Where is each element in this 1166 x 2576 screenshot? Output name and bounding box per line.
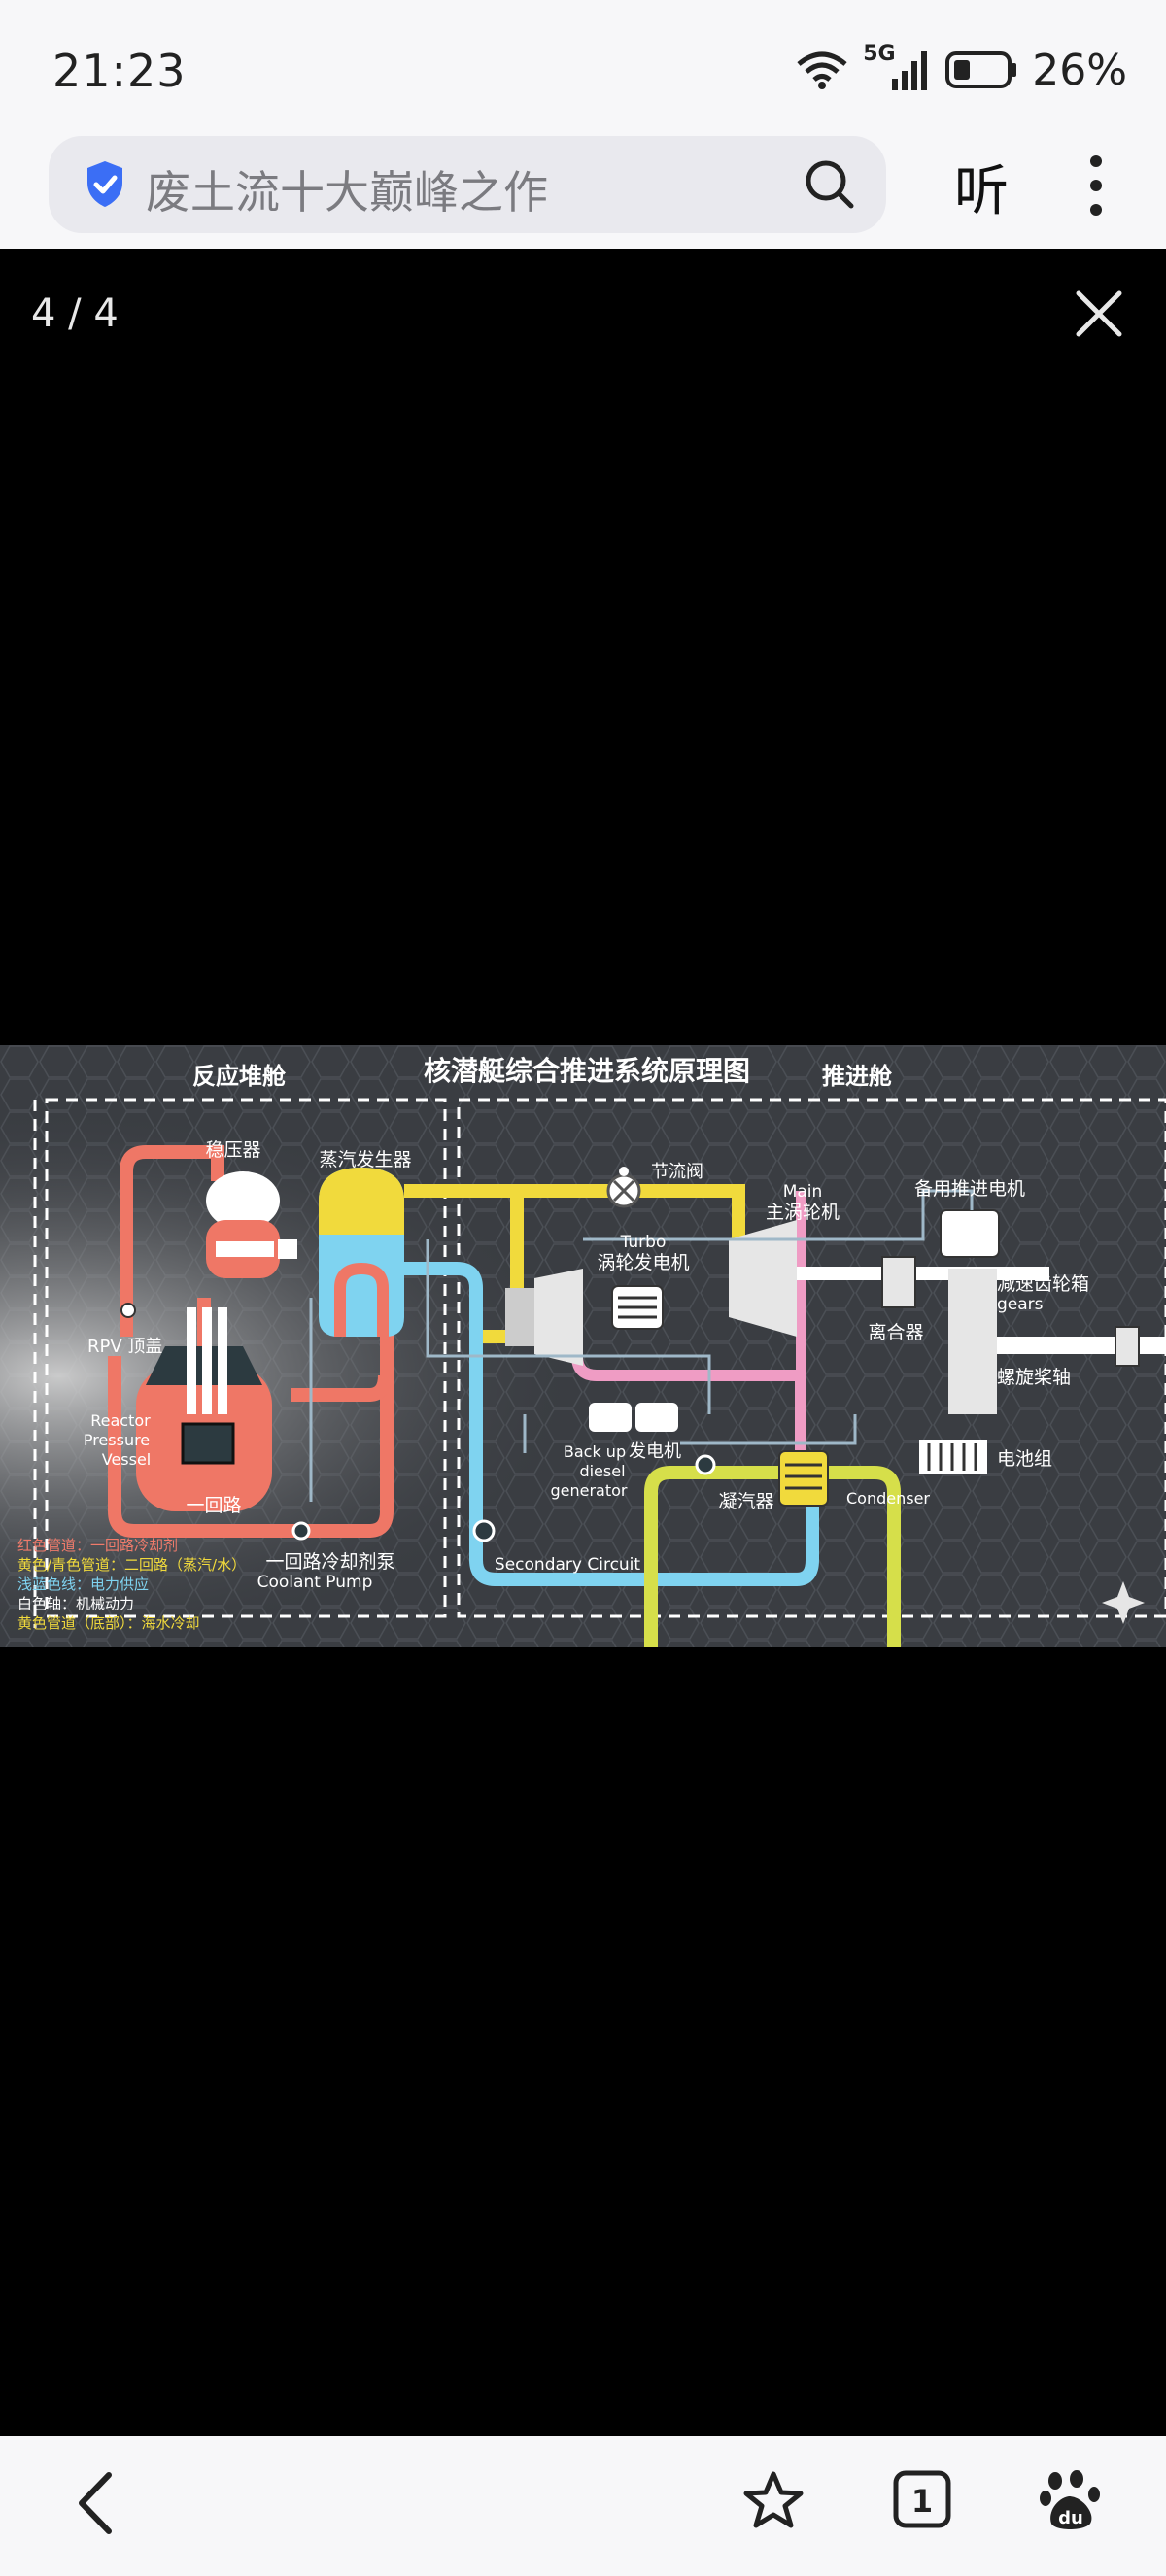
image-counter: 4 / 4 (31, 291, 119, 336)
svg-text:1: 1 (911, 2483, 933, 2520)
seawater-pipe (644, 1466, 901, 1647)
label-reactor-2: Pressure (84, 1431, 150, 1449)
label-gearbox-en: gears (997, 1295, 1044, 1314)
svg-text:du: du (1058, 2508, 1083, 2528)
label-rpv-head: RPV 顶盖 (87, 1337, 162, 1357)
label-turbo-cn: 涡轮发电机 (597, 1252, 689, 1273)
battery-percent: 26% (1032, 45, 1127, 95)
label-clutch: 离合器 (868, 1322, 923, 1343)
image-viewer: 4 / 4 核潜艇综合推进系统原理图 反应堆 (0, 249, 1166, 2436)
baidu-paw-icon[interactable]: du (1040, 2469, 1102, 2533)
close-icon[interactable] (1073, 288, 1125, 340)
listen-button[interactable]: 听 (954, 160, 1009, 223)
backup-diesel-generator (589, 1403, 632, 1432)
section-reactor-label: 反应堆舱 (192, 1063, 287, 1090)
search-query: 废土流十大巅峰之作 (146, 166, 548, 219)
diagram-title: 核潜艇综合推进系统原理图 (424, 1055, 750, 1087)
label-steam-generator: 蒸汽发生器 (319, 1149, 411, 1170)
pressurizer (206, 1171, 280, 1230)
label-coolant-pump-cn: 一回路冷却剂泵 (265, 1551, 394, 1573)
reactor-section-frame (45, 1098, 447, 1618)
label-reactor-1: Reactor (90, 1411, 151, 1430)
label-primary-loop: 一回路 (186, 1495, 241, 1516)
label-turbo-en: Turbo (620, 1233, 667, 1252)
label-gearbox-cn: 减速齿轮箱 (997, 1273, 1089, 1295)
condenser (778, 1450, 829, 1507)
label-backup-en3: generator (550, 1481, 627, 1500)
propulsion-section-frame (457, 1098, 1166, 1618)
status-bar: 21:23 5G 26% (0, 0, 1166, 134)
status-icons: 5G 26% (795, 41, 1127, 99)
label-backup-en2: diesel (579, 1462, 625, 1480)
legend-item: 红色管道：一回路冷却剂 (17, 1537, 178, 1554)
search-icon[interactable] (803, 157, 857, 212)
label-throttle-valve: 节流阀 (651, 1162, 703, 1182)
back-icon[interactable] (72, 2469, 120, 2537)
more-menu-icon[interactable] (1077, 152, 1115, 220)
legend-item: 浅蓝色线：电力供应 (17, 1576, 149, 1593)
label-reactor-3: Vessel (102, 1450, 152, 1469)
label-main-turbine-en: Main (783, 1182, 823, 1202)
tabs-icon[interactable]: 1 (892, 2469, 952, 2529)
section-propulsion-label: 推进舱 (822, 1063, 893, 1090)
label-pressurizer: 稳压器 (205, 1139, 260, 1161)
label-condenser-cn: 凝汽器 (718, 1491, 773, 1512)
cellular-icon: 5G (863, 42, 931, 94)
label-main-turbine-cn: 主涡轮机 (766, 1202, 840, 1223)
wifi-icon (797, 51, 847, 89)
star-icon[interactable] (742, 2469, 805, 2531)
label-battery-bank: 电池组 (997, 1448, 1052, 1470)
label-secondary-circuit: Secondary Circuit (495, 1555, 640, 1575)
legend-item: 黄色管道（底部）：海水冷却 (17, 1614, 200, 1632)
status-time: 21:23 (52, 45, 187, 97)
search-field[interactable]: 废土流十大巅峰之作 (49, 136, 886, 233)
label-backup-motor: 备用推进电机 (914, 1178, 1025, 1200)
label-condenser-en: Condenser (846, 1489, 930, 1508)
turbo-generator (534, 1269, 583, 1366)
sparkle-icon (1102, 1581, 1145, 1624)
label-backup-cn: 发电机 (629, 1441, 681, 1462)
main-turbine (729, 1220, 797, 1337)
network-type: 5G (863, 42, 896, 66)
legend-item: 黄色/青色管道：二回路（蒸汽/水） (17, 1556, 246, 1574)
browser-toolbar: 废土流十大巅峰之作 听 (0, 122, 1166, 249)
label-shaft: 螺旋桨轴 (997, 1367, 1071, 1388)
propulsion-diagram-image[interactable]: 核潜艇综合推进系统原理图 反应堆舱 推进舱 (0, 1045, 1166, 1647)
shield-icon (87, 161, 122, 207)
label-backup-en1: Back up (564, 1442, 626, 1461)
bottom-navigation: 1 du (0, 2436, 1166, 2576)
battery-icon (945, 51, 1017, 88)
legend-item: 白色轴：机械动力 (17, 1595, 134, 1612)
label-coolant-pump-en: Coolant Pump (257, 1573, 373, 1592)
